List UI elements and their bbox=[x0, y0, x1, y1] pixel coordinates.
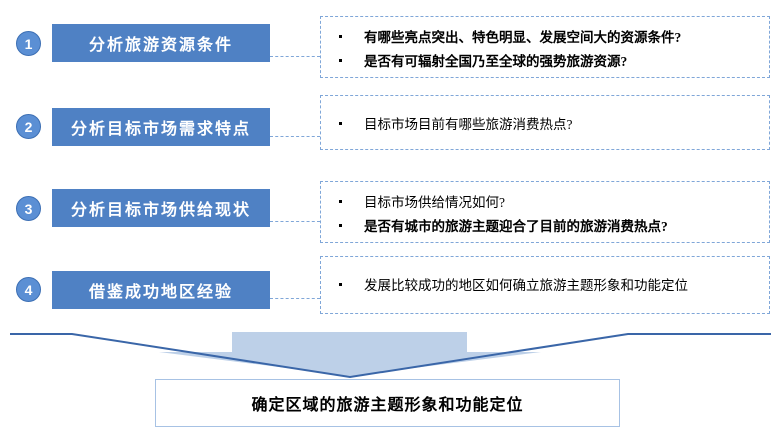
down-arrow-shape bbox=[159, 332, 541, 376]
step-label-box: 分析目标市场供给现状 bbox=[52, 189, 270, 227]
step-number-badge: 4 bbox=[16, 277, 41, 302]
question-panel: 发展比较成功的地区如何确立旅游主题形象和功能定位 bbox=[320, 256, 770, 314]
bullet-dot-icon bbox=[339, 282, 342, 286]
bullet-dot-icon bbox=[339, 199, 342, 203]
step-label-box: 分析目标市场需求特点 bbox=[52, 108, 270, 146]
bullet-item: 是否有城市的旅游主题迎合了目前的旅游消费热点? bbox=[327, 213, 761, 237]
bullet-text: 目标市场目前有哪些旅游消费热点? bbox=[364, 117, 573, 132]
bullet-dot-icon bbox=[339, 121, 342, 125]
step-number-badge: 3 bbox=[16, 196, 41, 221]
step-label-text: 分析目标市场供给现状 bbox=[70, 202, 251, 219]
step-label-box: 借鉴成功地区经验 bbox=[52, 271, 270, 309]
process-step-row: 4 借鉴成功地区经验 发展比较成功的地区如何确立旅游主题形象和功能定位 bbox=[0, 256, 781, 340]
dashed-connector-line bbox=[270, 298, 320, 299]
result-box: 确定区域的旅游主题形象和功能定位 bbox=[155, 379, 620, 427]
funnel-converge-graphic bbox=[10, 332, 771, 379]
step-number-badge: 2 bbox=[16, 114, 41, 139]
process-step-row: 3 分析目标市场供给现状 目标市场供给情况如何? 是否有城市的旅游主题迎合了目前… bbox=[0, 180, 781, 258]
question-panel: 有哪些亮点突出、特色明显、发展空间大的资源条件? 是否有可辐射全国乃至全球的强势… bbox=[320, 16, 770, 78]
bullet-text: 发展比较成功的地区如何确立旅游主题形象和功能定位 bbox=[364, 278, 688, 293]
bullet-dot-icon bbox=[339, 58, 342, 62]
step-label-text: 分析目标市场需求特点 bbox=[70, 121, 251, 138]
funnel-line-left-right bbox=[10, 333, 771, 379]
question-panel: 目标市场供给情况如何? 是否有城市的旅游主题迎合了目前的旅游消费热点? bbox=[320, 181, 770, 243]
process-step-row: 2 分析目标市场需求特点 目标市场目前有哪些旅游消费热点? bbox=[0, 95, 781, 178]
bullet-text: 目标市场供给情况如何? bbox=[364, 195, 505, 210]
question-panel: 目标市场目前有哪些旅游消费热点? bbox=[320, 95, 770, 150]
dashed-connector-line bbox=[270, 136, 320, 137]
bullet-item: 发展比较成功的地区如何确立旅游主题形象和功能定位 bbox=[327, 264, 761, 304]
bullet-text: 是否有城市的旅游主题迎合了目前的旅游消费热点? bbox=[364, 219, 668, 234]
bullet-text: 有哪些亮点突出、特色明显、发展空间大的资源条件? bbox=[364, 30, 682, 45]
step-label-text: 借鉴成功地区经验 bbox=[88, 284, 233, 301]
process-step-row: 1 分析旅游资源条件 有哪些亮点突出、特色明显、发展空间大的资源条件? 是否有可… bbox=[0, 14, 781, 92]
bullet-text: 是否有可辐射全国乃至全球的强势旅游资源? bbox=[364, 54, 628, 69]
bullet-item: 有哪些亮点突出、特色明显、发展空间大的资源条件? bbox=[327, 24, 761, 48]
bullet-item: 是否有可辐射全国乃至全球的强势旅游资源? bbox=[327, 48, 761, 72]
dashed-connector-line bbox=[270, 56, 320, 57]
bullet-dot-icon bbox=[339, 34, 342, 38]
result-text: 确定区域的旅游主题形象和功能定位 bbox=[251, 397, 524, 414]
dashed-connector-line bbox=[270, 221, 320, 222]
step-number-badge: 1 bbox=[16, 31, 41, 56]
bullet-item: 目标市场供给情况如何? bbox=[327, 189, 761, 213]
step-label-box: 分析旅游资源条件 bbox=[52, 24, 270, 62]
step-label-text: 分析旅游资源条件 bbox=[88, 37, 233, 54]
bullet-item: 目标市场目前有哪些旅游消费热点? bbox=[327, 103, 761, 143]
bullet-dot-icon bbox=[339, 223, 342, 227]
